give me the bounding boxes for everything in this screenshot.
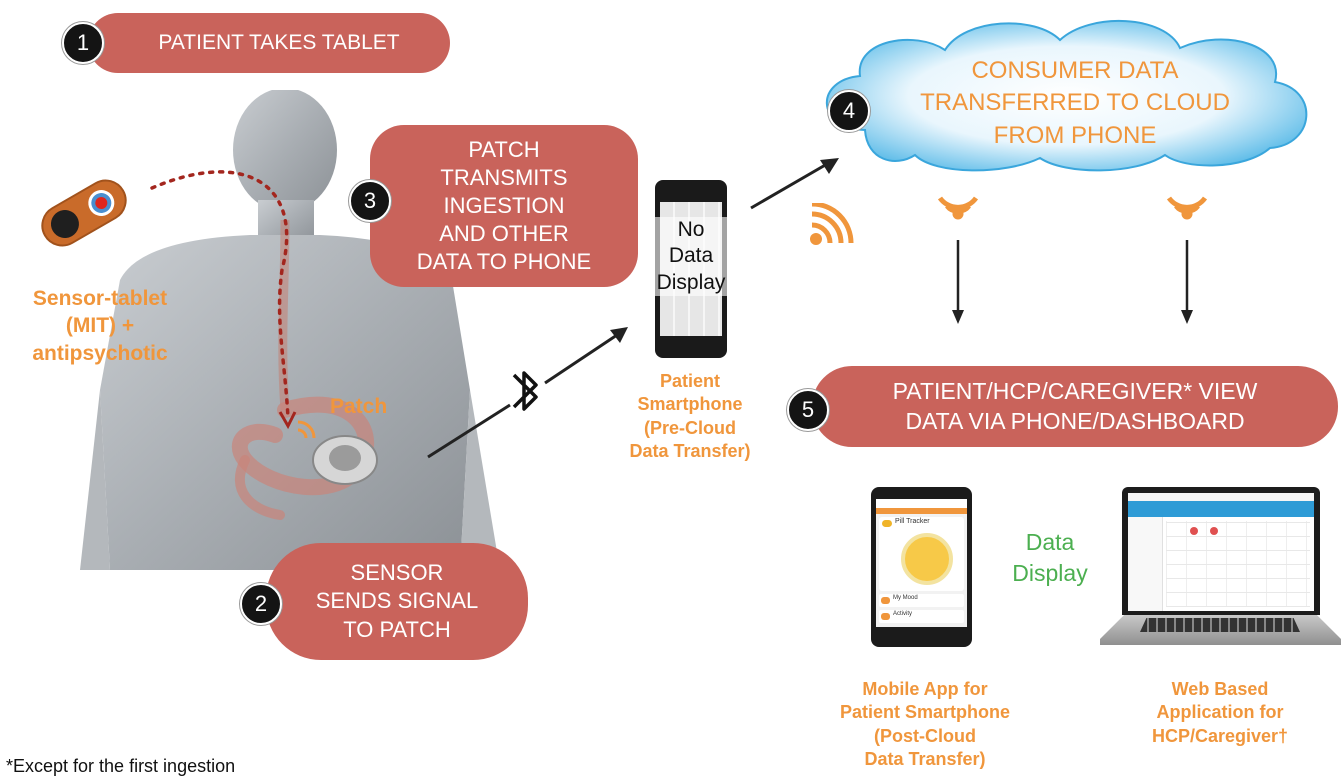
dashboard-grid: [1166, 521, 1310, 607]
data-display-label: Data Display: [1000, 527, 1100, 589]
step-5-box: PATIENT/HCP/CAREGIVER* VIEW DATA VIA PHO…: [812, 366, 1338, 447]
pre-cloud-phone-screen: No Data Display: [652, 202, 730, 336]
step-3-box: PATCH TRANSMITS INGESTION AND OTHER DATA…: [370, 125, 638, 287]
body-silhouette: [80, 90, 500, 570]
bluetooth-connection-arrow: [427, 327, 628, 459]
activity-card: Activity: [879, 610, 964, 623]
activity-title: Activity: [893, 611, 913, 617]
step-4-line-2: TRANSFERRED TO CLOUD: [920, 89, 1230, 117]
post-cloud-phone: Pill Tracker My Mood Activity: [871, 487, 972, 647]
laptop-screen-bezel: [1122, 487, 1320, 615]
patch-device: [312, 435, 378, 485]
patient-phone-line-4: Data Transfer): [629, 441, 751, 462]
activity-icon: [881, 613, 890, 620]
web-app-line-2: Application for: [1156, 702, 1284, 723]
phone-screen-line-2: Data: [668, 244, 714, 268]
step-5-number: 5: [801, 397, 815, 422]
dashboard-header: [1128, 501, 1314, 517]
step-2-line-2: SENDS SIGNAL: [315, 588, 479, 614]
pill-tracker-card: Pill Tracker: [879, 517, 964, 591]
sensor-tablet-label-line-2: (MIT) +: [65, 314, 135, 338]
laptop-keys: [1140, 618, 1300, 632]
step-4-line-1: CONSUMER DATA: [971, 57, 1179, 84]
footnote: *Except for the first ingestion: [6, 756, 236, 776]
sensor-tablet-icon: [41, 179, 127, 247]
pill-tracker-icon: [882, 520, 892, 527]
step-2-badge: 2: [240, 583, 282, 625]
step-3-line-4: AND OTHER: [439, 221, 569, 247]
step-2-line-3: TO PATCH: [343, 616, 451, 642]
sensor-tablet-label-line-1: Sensor-tablet: [32, 287, 168, 310]
no-data-display-text: No Data Display: [652, 217, 730, 296]
step-1-badge: 1: [62, 22, 104, 64]
cloud-to-view-arrow-right: [1181, 240, 1193, 324]
step-4-badge: 4: [828, 90, 870, 132]
web-app-line-3: HCP/Caregiver†: [1151, 725, 1289, 746]
my-mood-card: My Mood: [879, 594, 964, 607]
wifi-signal-icon-right: [1166, 196, 1208, 220]
step-5-line-2: DATA VIA PHONE/DASHBOARD: [905, 407, 1245, 434]
step-3-badge: 3: [349, 180, 391, 222]
step-1-box: PATIENT TAKES TABLET: [88, 13, 450, 73]
dashboard-missed-icon-2: [1210, 527, 1218, 535]
mobile-app-label: Mobile App for Patient Smartphone (Post-…: [830, 678, 1020, 772]
web-app-label: Web Based Application for HCP/Caregiver†: [1130, 678, 1310, 748]
pre-cloud-phone: No Data Display: [652, 180, 730, 358]
dashboard-top-bar: [1128, 493, 1314, 501]
phone-screen-line-3: Display: [656, 270, 726, 294]
step-4-number: 4: [842, 98, 856, 123]
patient-phone-line-2: Smartphone: [637, 394, 743, 415]
cloud-to-view-arrow-left: [952, 240, 964, 324]
step-5-badge: 5: [787, 389, 829, 431]
mobile-app-line-2: Patient Smartphone: [839, 702, 1011, 723]
pill-tracker-title: Pill Tracker: [895, 518, 930, 525]
mobile-app-line-1: Mobile App for: [862, 679, 988, 699]
step-3-number: 3: [363, 188, 377, 213]
wifi-signal-icon-left: [937, 196, 979, 220]
my-mood-icon: [881, 597, 890, 604]
sensor-tablet-label-line-3: antipsychotic: [32, 341, 168, 365]
laptop: [1100, 487, 1341, 652]
step-1-text: PATIENT TAKES TABLET: [158, 30, 400, 54]
mobile-app-line-3: (Post-Cloud: [874, 725, 976, 746]
patch-label: Patch: [330, 395, 388, 418]
mobile-app-screen: Pill Tracker My Mood Activity: [876, 499, 967, 627]
sensor-tablet-label: Sensor-tablet (MIT) + antipsychotic: [0, 285, 200, 367]
cloud-shape: [825, 19, 1308, 172]
step-4-line-3: FROM PHONE: [993, 121, 1157, 149]
step-3-line-3: INGESTION: [443, 192, 565, 218]
step-5-line-1: PATIENT/HCP/CAREGIVER* VIEW: [892, 378, 1258, 405]
patient-phone-line-3: (Pre-Cloud: [644, 417, 736, 438]
dashboard-screen: [1128, 493, 1314, 611]
step-3-line-1: PATCH: [468, 136, 540, 162]
bluetooth-icon: [512, 371, 538, 411]
patient-smartphone-label: Patient Smartphone (Pre-Cloud Data Trans…: [600, 370, 780, 464]
wifi-signal-icon-phone: [810, 203, 854, 245]
step-3-line-2: TRANSMITS: [440, 164, 568, 190]
dashboard-missed-icon-1: [1190, 527, 1198, 535]
step-3-line-5: DATA TO PHONE: [416, 249, 592, 275]
step-2-line-1: SENSOR: [350, 560, 444, 586]
phone-to-cloud-arrow: [750, 158, 839, 210]
patient-phone-line-1: Patient: [659, 371, 720, 391]
data-display-line-2: Display: [1012, 560, 1088, 587]
phone-screen-line-1: No: [677, 218, 705, 241]
data-display-line-1: Data: [1025, 529, 1075, 555]
pill-tracker-dial: [901, 533, 953, 585]
step-2-number: 2: [254, 591, 268, 616]
step-1-number: 1: [76, 30, 90, 55]
step-4-text: CONSUMER DATA TRANSFERRED TO CLOUD FROM …: [880, 55, 1270, 152]
dashboard-sidebar: [1128, 517, 1163, 611]
app-banner: [876, 508, 967, 514]
my-mood-title: My Mood: [893, 595, 918, 601]
step-2-box: SENSOR SENDS SIGNAL TO PATCH: [266, 543, 528, 660]
mobile-app-line-4: Data Transfer): [864, 749, 986, 770]
web-app-line-1: Web Based: [1171, 679, 1269, 699]
